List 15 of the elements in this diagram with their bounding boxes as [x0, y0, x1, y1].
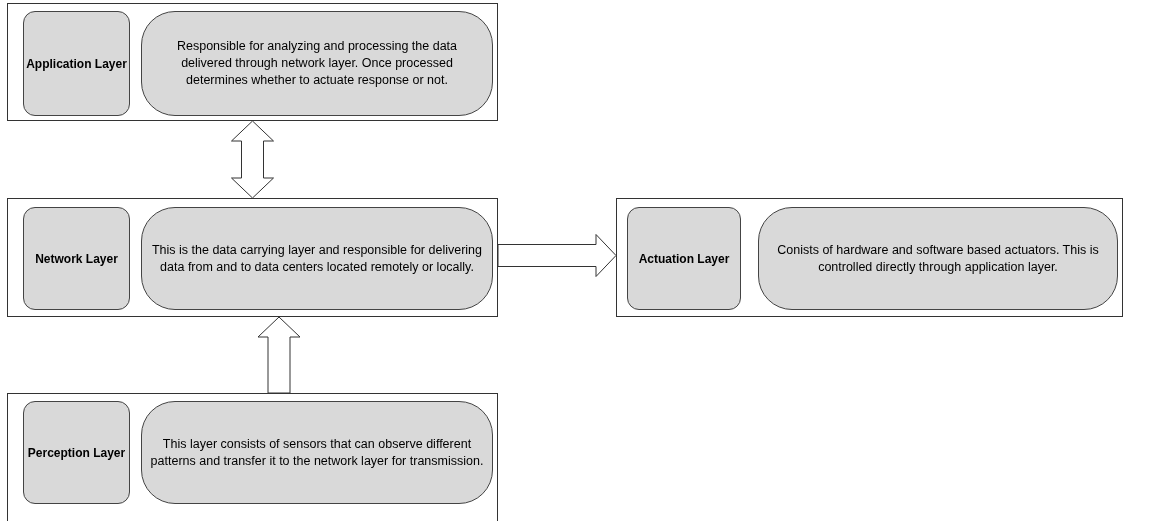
layer-frame — [7, 393, 498, 521]
description-box: This layer consists of sensors that can observe different patterns and transfer it to the network layer for transmission. — [141, 401, 493, 504]
layer-name-box: Network Layer — [23, 207, 130, 310]
layer-name-box: Actuation Layer — [627, 207, 741, 310]
description-box: This is the data carrying layer and responsible for delivering data from and to data centers located remotely or locally. — [141, 207, 493, 310]
layer-name-box: Application Layer — [23, 11, 130, 116]
description-box: Conists of hardware and software based actuators. This is controlled directly through application layer. — [758, 207, 1118, 310]
layer-frame — [616, 198, 1123, 317]
block-arrow — [497, 234, 617, 277]
block-arrow — [257, 316, 301, 394]
double-block-arrow — [231, 120, 274, 199]
layer-frame — [7, 198, 498, 317]
layer-name-box: Perception Layer — [23, 401, 130, 504]
layer-frame — [7, 3, 498, 121]
description-box: Responsible for analyzing and processing the data delivered through network layer. Once processed determines whether to actuate response or not. — [141, 11, 493, 116]
